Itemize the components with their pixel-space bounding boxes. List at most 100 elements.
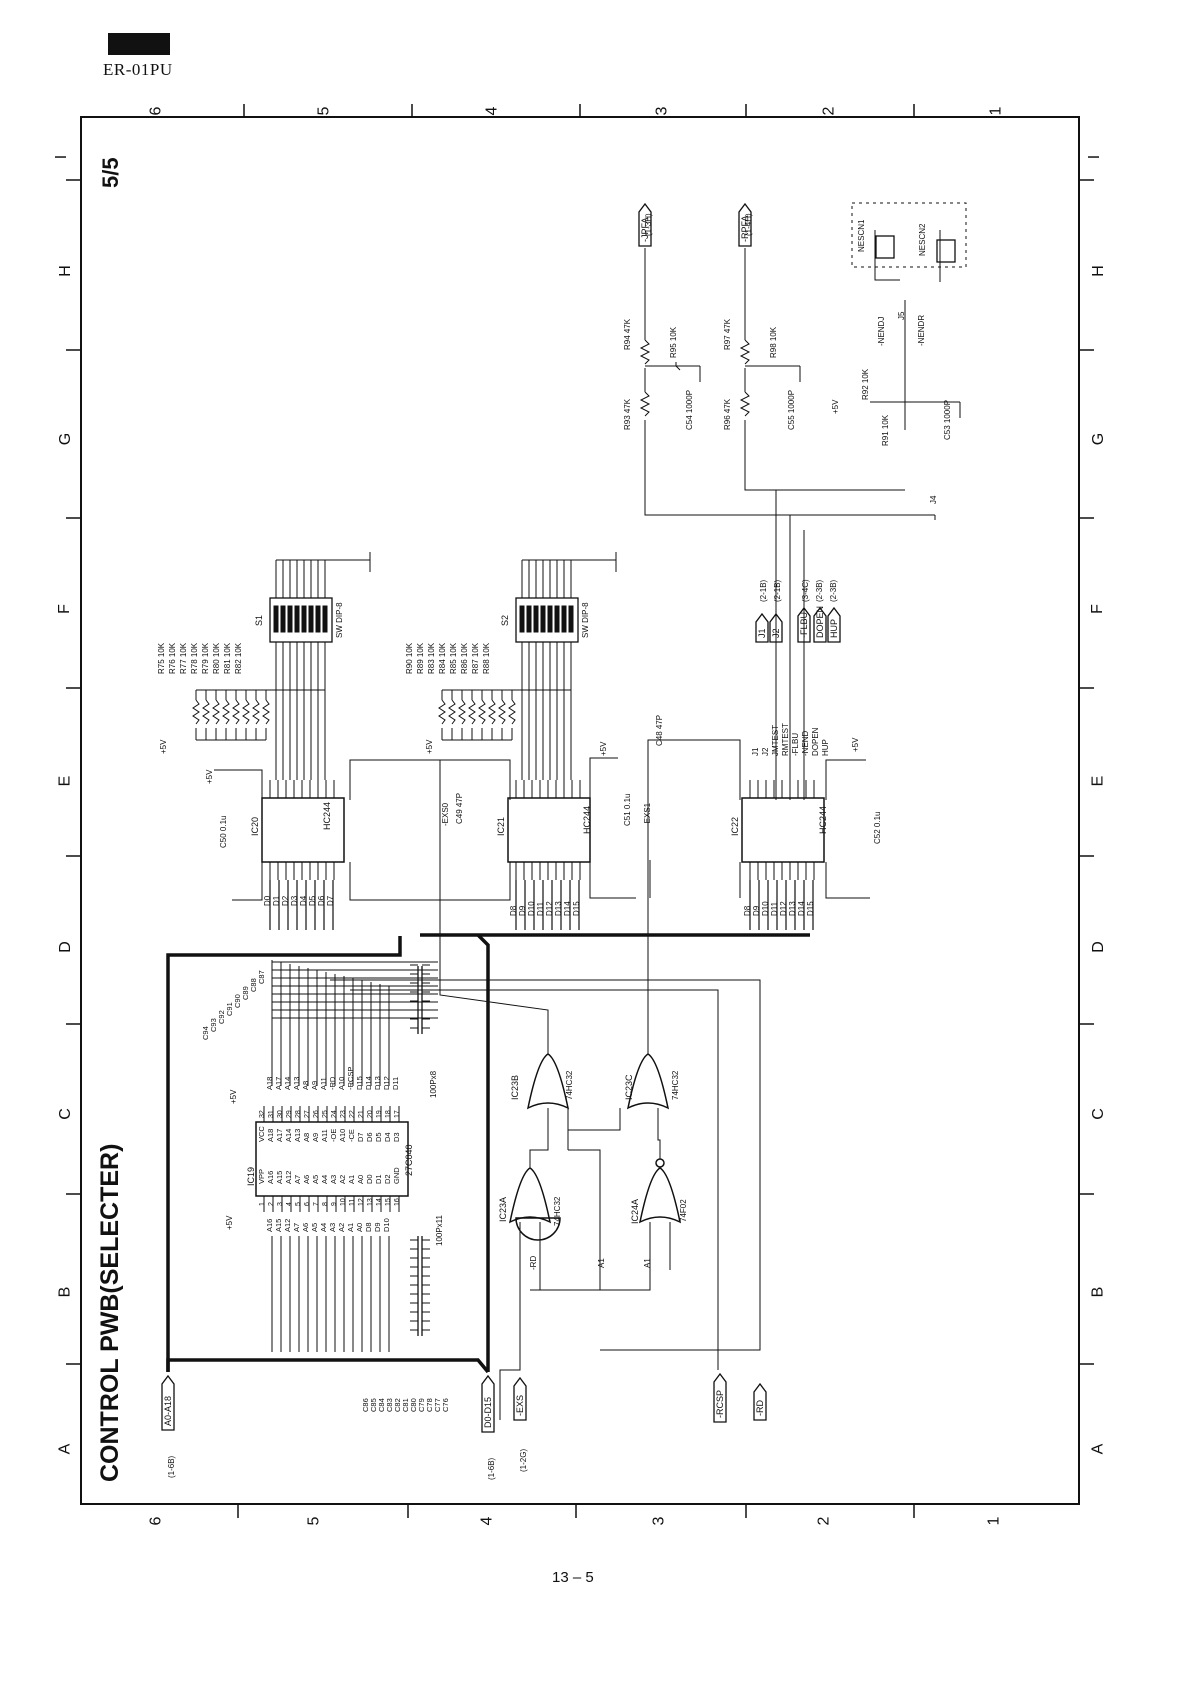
dip-switch-lever <box>273 605 279 633</box>
ic22-input-4: -FLBU <box>791 733 800 756</box>
dip-switch-lever <box>547 605 553 633</box>
hup-ref: (2-3B) <box>829 579 838 602</box>
ic19-net-left-3: A7 <box>292 1223 301 1232</box>
d-high-dataout-6: D14 <box>563 901 572 916</box>
d-high-ic22-0: D8 <box>743 905 752 916</box>
dip-switch-lever <box>287 605 293 633</box>
rcsp-connector-label: -RCSP <box>715 1390 725 1418</box>
dip-switch-lever <box>533 605 539 633</box>
d-high-dataout-7: D15 <box>572 901 581 916</box>
nescn2-box <box>936 239 956 263</box>
ic19-net-left-6: A4 <box>319 1223 328 1232</box>
pullup-resistor <box>498 699 506 725</box>
pullup-resistor <box>192 699 200 725</box>
resistor-label-1: R76 10K <box>168 642 177 674</box>
ic19-pin-num-right-6: 26 <box>313 1110 320 1118</box>
s1-type: SW DIP-8 <box>335 602 344 638</box>
ic22-input-3: RMTEST <box>781 723 790 756</box>
c49-label: C49 47P <box>455 793 464 824</box>
ic19-pin-num-left-3: 4 <box>286 1202 293 1206</box>
cap-bottom-label-0: C86 <box>361 1398 370 1412</box>
ic19-pin-left-0: VPP <box>257 1169 266 1184</box>
c52-label: C52 0.1u <box>873 812 882 844</box>
rd-connector-label: -RD <box>755 1400 765 1416</box>
flbu-ref: (3-4C) <box>801 579 810 602</box>
ic19-pin-num-left-1: 2 <box>268 1202 275 1206</box>
ic19-net-right-3: A13 <box>292 1077 301 1090</box>
ic19-net-left-12: D9 <box>373 1222 382 1232</box>
r96-label: R96 47K <box>723 398 732 430</box>
resistor2-label-7: R88 10K <box>482 642 491 674</box>
pullup-resistor <box>252 699 260 725</box>
r93-label: R93 47K <box>623 398 632 430</box>
d-high-ic22-7: D15 <box>806 901 815 916</box>
dopen-ref: (2-3B) <box>815 579 824 602</box>
ic19-net-right-8: A10 <box>337 1077 346 1090</box>
r91-label: R91 10K <box>881 414 890 446</box>
ic19-pin-right-13: D5 <box>374 1132 383 1142</box>
s2-label: S2 <box>500 615 510 626</box>
ic19-pin-left-14: D2 <box>383 1174 392 1184</box>
d-high-dataout-0: D8 <box>509 905 518 916</box>
vcc-label-6: +5V <box>831 399 840 414</box>
ic24a-part: 74F02 <box>679 1199 688 1222</box>
ic19-net-left-13: D10 <box>382 1218 391 1232</box>
ic19-pin-right-5: A8 <box>302 1133 311 1142</box>
ic19-pin-right-10: -CE <box>347 1129 356 1142</box>
j2-connector <box>769 612 783 643</box>
d-high-ic22-4: D12 <box>779 901 788 916</box>
dip-switch-lever <box>540 605 546 633</box>
s2-type: SW DIP-8 <box>581 602 590 638</box>
address-bus-lines <box>166 933 810 1374</box>
ic23b-part: 74HC32 <box>565 1070 574 1100</box>
exs-connector <box>513 1376 527 1421</box>
a1-label-2: A1 <box>643 1258 652 1268</box>
pullup-resistor <box>488 699 496 725</box>
dip-switch-lever <box>519 605 525 633</box>
j1-ref: (2-1B) <box>759 579 768 602</box>
c53-label: C53 1000P <box>943 400 952 440</box>
d-high-ic22-1: D9 <box>752 905 761 916</box>
nescn2-label: NESCN2 <box>918 223 927 256</box>
vcc-label-8: +5V <box>229 1089 238 1104</box>
ic19-pin-num-left-12: 13 <box>367 1198 374 1206</box>
ic19-pin-num-right-9: 23 <box>340 1110 347 1118</box>
ic22-input-2: JMTEST <box>771 725 780 756</box>
ic23c-label: IC23C <box>624 1074 634 1100</box>
dip-switch-lever <box>561 605 567 633</box>
page-number: 13 – 5 <box>552 1569 594 1586</box>
resistor-label-6: R81 10K <box>223 642 232 674</box>
ic19-pin-right-2: A17 <box>275 1129 284 1142</box>
ic19-pin-num-right-11: 21 <box>358 1110 365 1118</box>
j4-label: J4 <box>929 495 938 504</box>
exs-ref: (1-2G) <box>519 1449 528 1472</box>
pullup-resistor <box>458 699 466 725</box>
address-bus-connector <box>161 1374 175 1431</box>
data-bus-connector <box>481 1374 495 1433</box>
ic22-input-1: J2 <box>761 747 770 756</box>
d-high-dataout-4: D12 <box>545 901 554 916</box>
d-low-0: D0 <box>263 895 272 906</box>
vcc-label-5: +5V <box>851 737 860 752</box>
ic23b-gate <box>526 1053 570 1110</box>
ic19-pin-left-1: A16 <box>266 1171 275 1184</box>
dip-switch-lever <box>322 605 328 633</box>
ic19-pin-left-4: A7 <box>293 1175 302 1184</box>
ic19-pin-right-4: A13 <box>293 1129 302 1142</box>
jpfa-connector-label: -JPFA <box>640 217 650 242</box>
cap-bottom-label-9: C77 <box>433 1398 442 1412</box>
ic19-pin-num-left-6: 7 <box>313 1202 320 1206</box>
resistor2-label-4: R85 10K <box>449 642 458 674</box>
ic22-input-6: DOPEN <box>811 727 820 756</box>
d-high-ic22-6: D14 <box>797 901 806 916</box>
ic19-pin-num-right-10: 22 <box>349 1110 356 1118</box>
ic19-pin-left-8: A3 <box>329 1175 338 1184</box>
j2-ref: (2-1B) <box>773 579 782 602</box>
ic19-pin-left-12: D0 <box>365 1174 374 1184</box>
pullup-resistor <box>232 699 240 725</box>
cap-top-label-2: C92 <box>217 1010 226 1024</box>
ic21-box <box>507 797 591 863</box>
dip-switch-lever <box>294 605 300 633</box>
nendr-label: -NENDR <box>917 315 926 346</box>
